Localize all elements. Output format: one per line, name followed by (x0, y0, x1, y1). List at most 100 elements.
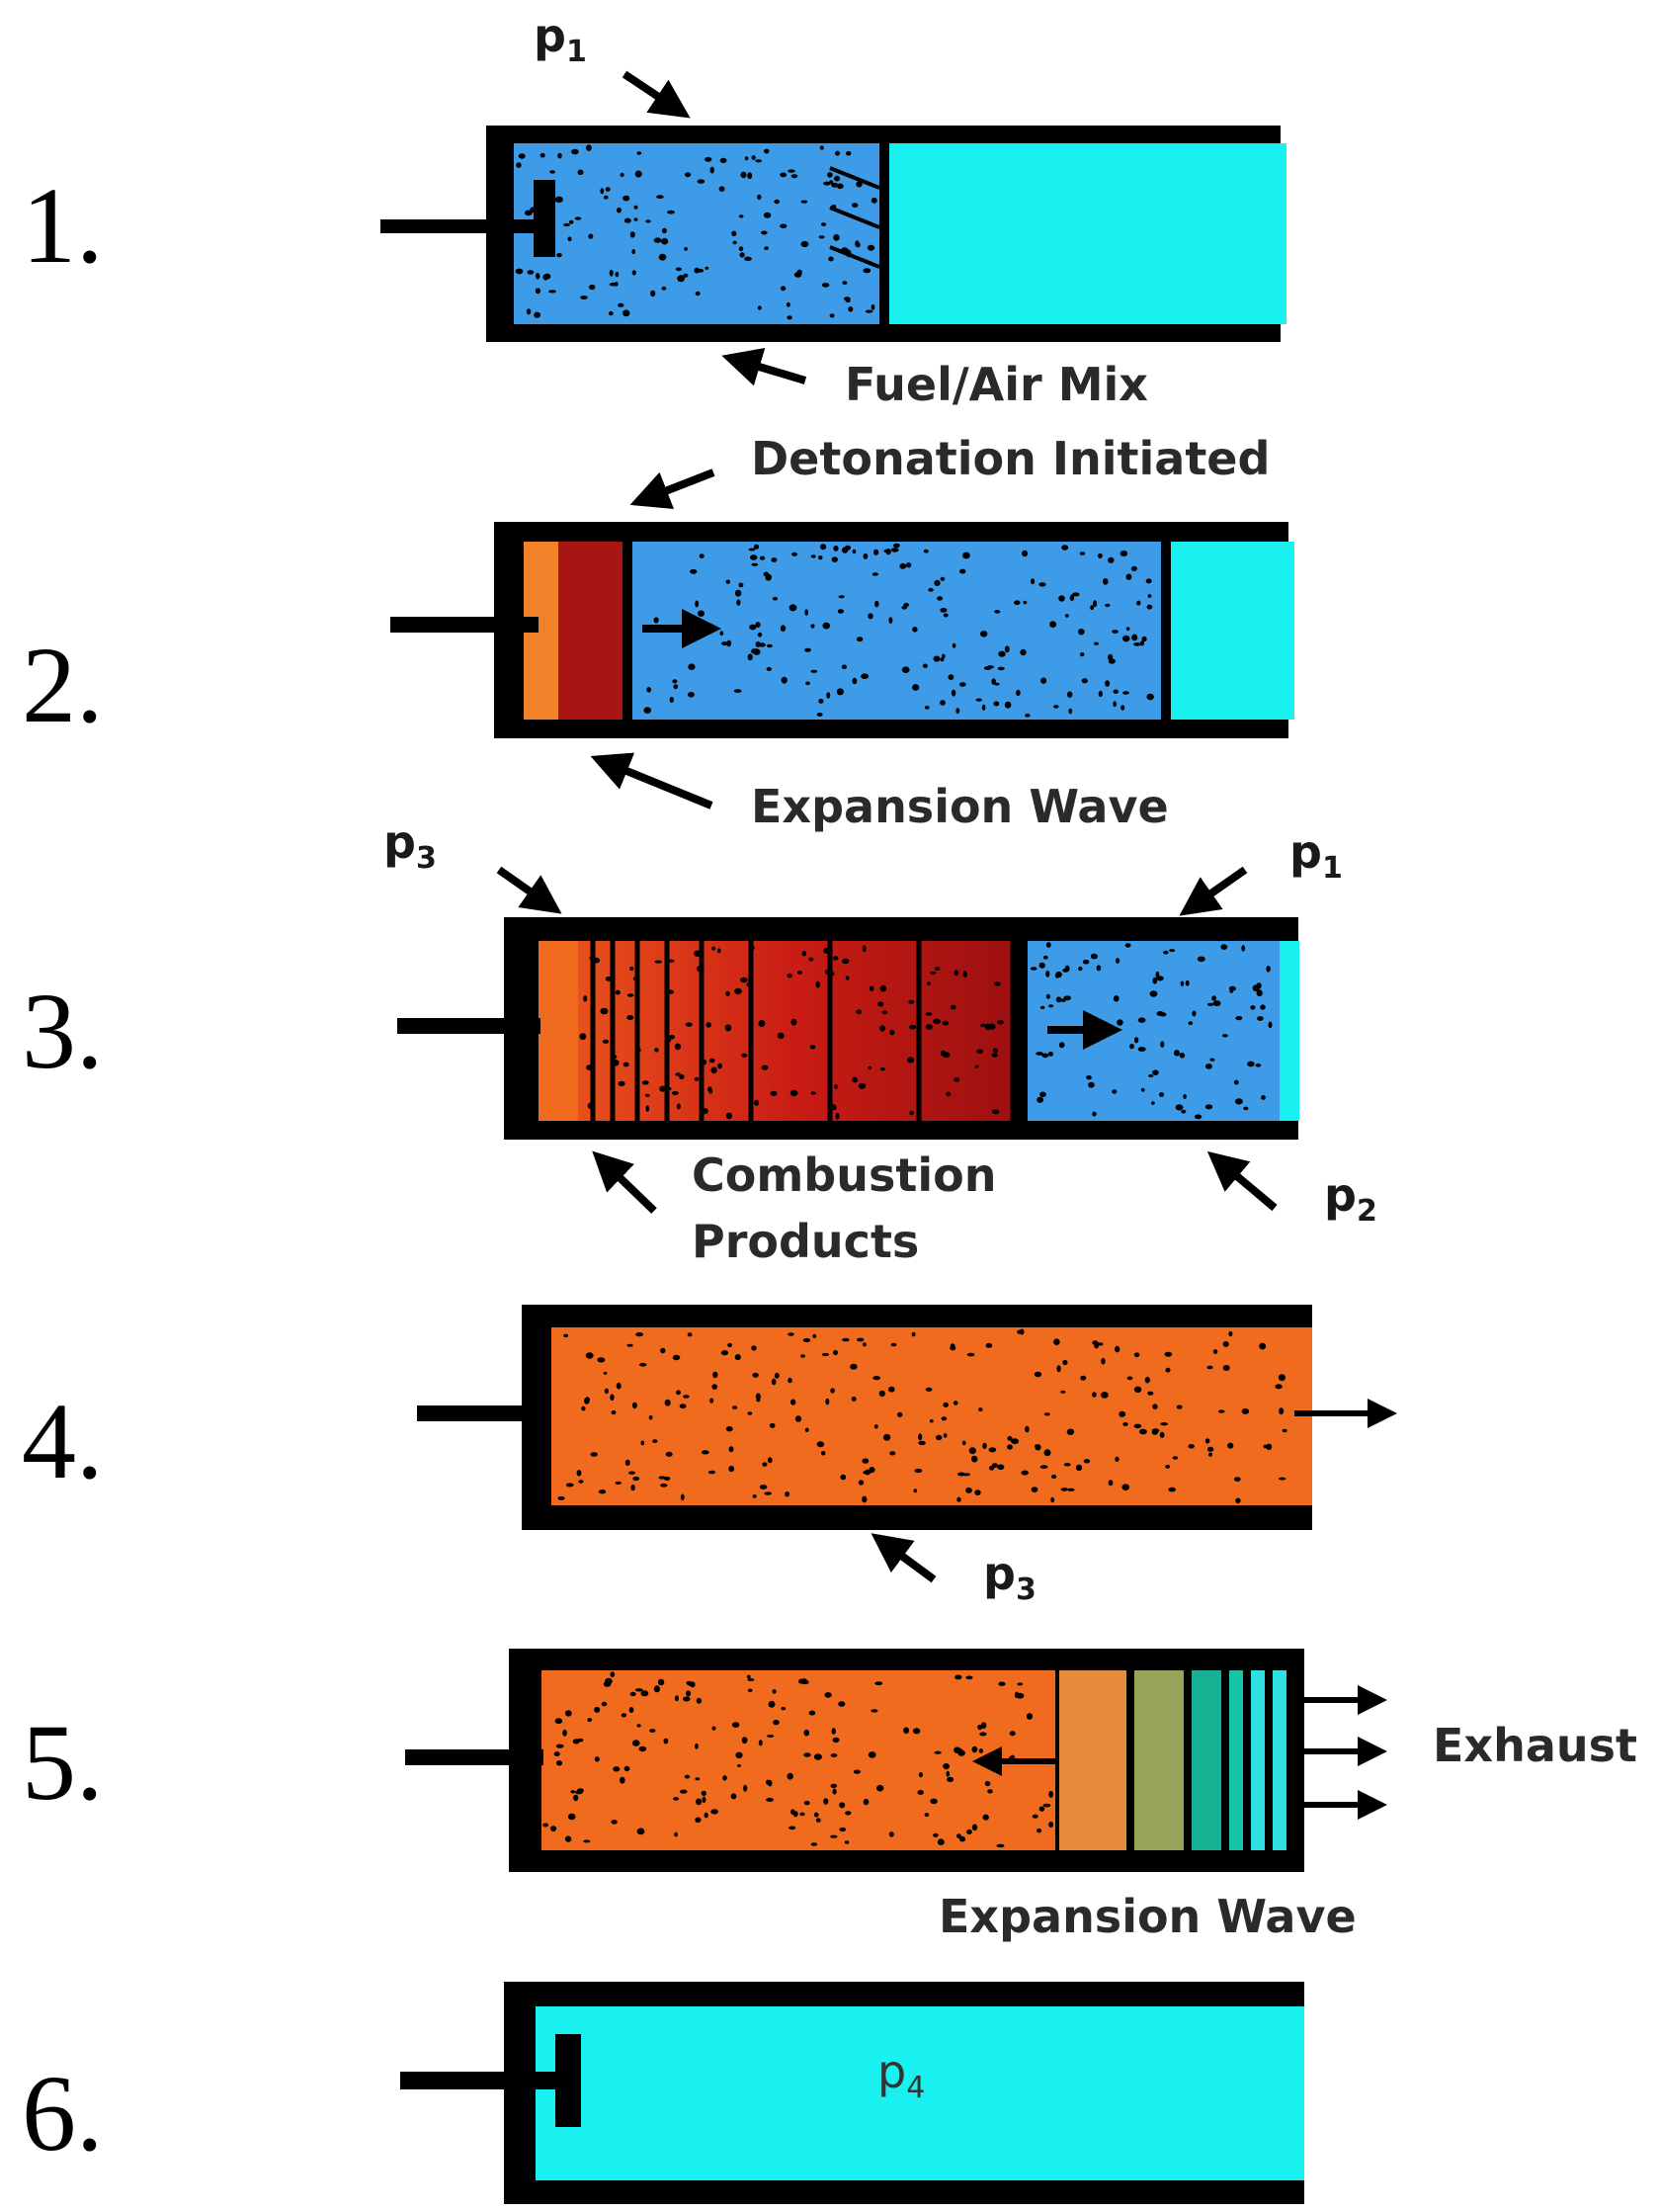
particle (971, 1745, 978, 1753)
particle (1060, 1390, 1066, 1394)
tube-5-band-olive (1134, 1670, 1184, 1850)
particle (680, 1789, 688, 1794)
particle (705, 1022, 711, 1028)
particle (974, 1064, 979, 1068)
particle (725, 1112, 733, 1120)
particle (571, 148, 579, 155)
particle (626, 993, 634, 997)
particle (618, 302, 624, 307)
particle (1211, 995, 1216, 1001)
tube-2-igniter-rod (390, 617, 539, 633)
particle (909, 1024, 917, 1030)
particle (759, 555, 766, 560)
particle (765, 573, 772, 581)
particle (722, 1775, 727, 1781)
particle (981, 704, 986, 711)
particle (1282, 1428, 1287, 1433)
step-3-p-right-arrow (1179, 866, 1248, 916)
particle (1038, 582, 1046, 587)
particle (761, 1064, 769, 1070)
particle (577, 1738, 584, 1743)
particle (1078, 966, 1083, 972)
particle (1159, 1012, 1167, 1017)
particle (1222, 1365, 1230, 1371)
particle (933, 1832, 939, 1837)
particle (719, 157, 727, 164)
particle (1092, 1111, 1097, 1117)
particle (818, 555, 823, 560)
particle (803, 1752, 811, 1757)
particle (955, 708, 960, 715)
particle (717, 1063, 722, 1069)
particle (751, 1345, 757, 1351)
particle (810, 1091, 816, 1095)
step-5: 5. Exhaust Expansion Wave (22, 1649, 1637, 1943)
particle (1125, 627, 1130, 631)
particle (652, 1439, 658, 1443)
particle (1146, 693, 1154, 701)
particle (1056, 1365, 1061, 1373)
particle (871, 303, 875, 310)
particle (1266, 966, 1271, 973)
particle (749, 624, 757, 631)
particle (823, 181, 831, 186)
particle (1256, 982, 1262, 989)
particle (873, 1424, 878, 1429)
particle (994, 610, 1001, 614)
particle (777, 1032, 785, 1040)
particle (940, 576, 946, 581)
particle (1266, 1443, 1273, 1451)
particle (1035, 1444, 1039, 1448)
particle (556, 253, 562, 258)
particle (863, 553, 869, 559)
particle (861, 673, 870, 679)
particle (1108, 556, 1115, 563)
particle (1103, 578, 1109, 585)
particle (1136, 600, 1141, 606)
particle (639, 1362, 647, 1367)
particle (780, 286, 787, 292)
particle (1160, 1041, 1165, 1048)
particle (653, 617, 659, 624)
tube-3-burned-orange (539, 941, 578, 1121)
step-3: 3. p3 (22, 815, 1377, 1268)
particle (774, 1372, 780, 1379)
particle (962, 1473, 970, 1477)
particle (1086, 1075, 1092, 1080)
particle (1129, 1044, 1134, 1050)
particle (832, 1788, 837, 1795)
particle (1093, 600, 1098, 608)
particle (673, 1797, 680, 1801)
particle (685, 1022, 693, 1027)
particle (658, 253, 667, 261)
particle (787, 315, 792, 320)
particle (663, 1477, 671, 1481)
step-6: 6. p4 (22, 1982, 1304, 2204)
particle (1151, 1101, 1155, 1105)
particle (752, 1494, 757, 1498)
particle (756, 1398, 761, 1403)
particle (738, 214, 744, 218)
particle (1072, 592, 1080, 597)
particle (646, 687, 652, 693)
step-3-p-left-arrow (496, 866, 562, 914)
particle (942, 653, 946, 659)
particle (622, 1062, 629, 1067)
particle (1227, 1442, 1234, 1449)
particle (832, 956, 839, 961)
particle (843, 297, 851, 301)
particle (1185, 979, 1190, 986)
particle (780, 223, 788, 229)
tube-2-particles (643, 543, 1154, 718)
particle (937, 596, 944, 601)
particle (645, 1105, 650, 1112)
particle (869, 985, 874, 991)
particle (675, 267, 683, 272)
particle (1279, 1477, 1286, 1481)
particle (951, 689, 956, 697)
particle (836, 183, 844, 190)
particle (1098, 553, 1103, 559)
particle (828, 256, 834, 262)
particle (984, 1023, 991, 1031)
particle (589, 284, 596, 291)
